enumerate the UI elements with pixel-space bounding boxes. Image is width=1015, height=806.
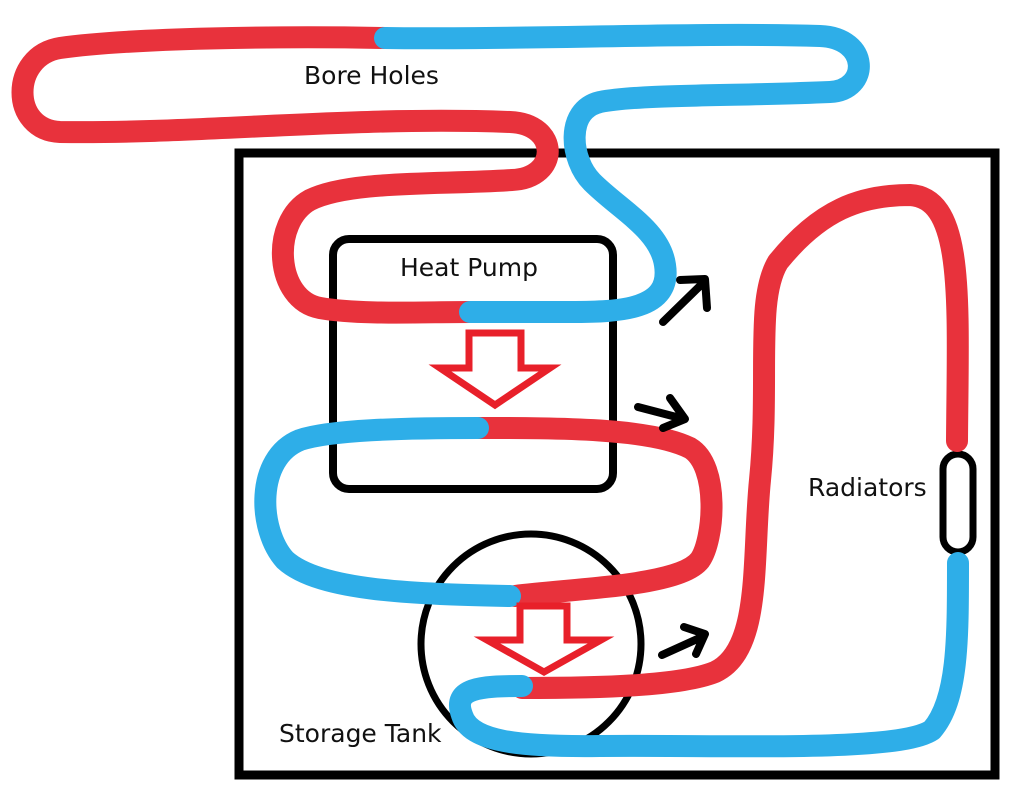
flow-arrow-icon bbox=[658, 623, 709, 659]
flow-arrow-icon bbox=[634, 394, 689, 432]
radiator-loop-hot-pipe bbox=[511, 184, 969, 699]
tank-loop-hot-pipe bbox=[467, 417, 723, 607]
storage-tank-label: Storage Tank bbox=[279, 719, 442, 748]
flow-arrow-icon bbox=[659, 275, 711, 326]
heat-transfer-arrow-icon bbox=[428, 329, 562, 410]
heat-pump-box bbox=[329, 235, 617, 493]
ground-loop-cold-pipe bbox=[374, 23, 870, 323]
radiators-label: Radiators bbox=[808, 473, 927, 502]
house-outline bbox=[234, 148, 1000, 780]
tank-transfer-arrow-icon bbox=[473, 602, 615, 677]
radiator-element bbox=[939, 450, 977, 556]
radiator-loop-cold-pipe bbox=[449, 552, 969, 758]
tank-loop-cold-pipe bbox=[254, 417, 521, 607]
ground-loop-hot-pipe bbox=[11, 26, 559, 324]
bore-holes-label: Bore Holes bbox=[304, 61, 439, 90]
heat-pump-label: Heat Pump bbox=[400, 253, 538, 282]
